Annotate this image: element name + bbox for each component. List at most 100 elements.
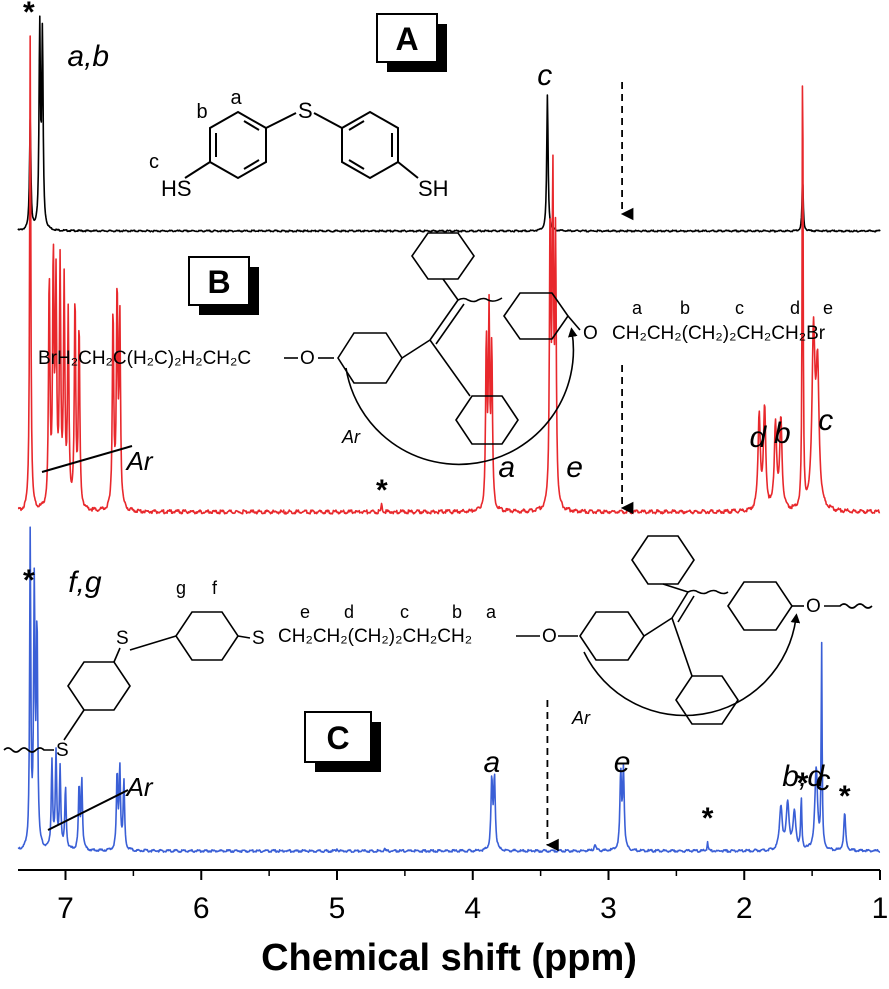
structure-c-label-d: d <box>344 602 354 622</box>
peak-label-b-1: a <box>498 451 515 484</box>
peak-label-c-5: * <box>702 802 714 835</box>
x-tick-label-1: 1 <box>872 892 889 925</box>
bond-c-ring-s-bottom <box>63 709 85 741</box>
structure-c-label-f: f <box>212 578 218 598</box>
structure-c-o-left: O <box>542 626 557 647</box>
wavy-bond-right <box>824 603 873 609</box>
structure-b-label-b: b <box>680 298 690 318</box>
peak-label-a-2: c <box>537 59 552 92</box>
dashed-arrows <box>546 82 634 852</box>
tpe-bond-3 <box>429 339 471 397</box>
panel-a-badge-label: A <box>395 21 418 57</box>
bond-c-tpe-double-2 <box>677 595 695 623</box>
ring-c-tpe-bottom <box>675 675 739 725</box>
spectrum-layer <box>17 15 881 854</box>
benzene-ring-right <box>341 110 399 180</box>
structure-b-left-chain: BrH₂CH₂C(H₂C)₂H₂CH₂C <box>38 348 251 369</box>
peak-label-c-8: c <box>816 764 831 797</box>
ring-left-inner <box>243 120 260 131</box>
ring-right-inner3 <box>348 159 365 170</box>
peak-label-b-6: Ar <box>125 446 154 476</box>
structure-c-label-g: g <box>176 578 186 598</box>
ring-c-fg <box>175 611 239 661</box>
structure-c-label-c: c <box>400 602 409 622</box>
bond-s-right <box>313 112 343 129</box>
spectrum-trace-c <box>17 526 881 854</box>
tpe-bond-o-right <box>567 315 581 331</box>
structure-a-hs: HS <box>161 176 192 201</box>
bond-c-tpe-wavy <box>687 589 729 595</box>
ring-c-tpe-right <box>727 581 793 631</box>
structure-a-sh: SH <box>418 176 449 201</box>
tpe-bond-2 <box>442 278 459 301</box>
structure-c-label-a: a <box>486 602 497 622</box>
structure-c-drawing <box>3 535 873 753</box>
x-tick-label-4: 4 <box>464 892 481 925</box>
structure-b-ar: Ar <box>341 427 361 447</box>
structure-a-s: S <box>298 98 313 123</box>
structure-c-chain: CH₂CH₂(CH₂)₂CH₂CH₂ <box>278 626 472 647</box>
tpe-ring-bottom <box>455 395 519 445</box>
bond-c-s-left <box>113 647 121 663</box>
panel-c-badge <box>304 711 372 763</box>
tpe-ring-right <box>503 292 569 340</box>
structure-b-right-chain: CH₂CH₂(CH₂)₂CH₂CH₂Br <box>612 323 826 344</box>
tpe-wavy-bond <box>457 297 503 303</box>
spectrum-trace-a <box>17 15 881 233</box>
bond-c-tpe-double <box>671 591 689 619</box>
structure-a-label-b: b <box>196 101 207 123</box>
peak-label-b-3: d <box>749 421 767 454</box>
structure-b-o-left: O <box>300 348 315 369</box>
ring-right-inner <box>348 120 365 131</box>
tpe-double-bond <box>429 299 459 341</box>
structure-b-label-a: a <box>632 298 643 318</box>
structure-c-o-right: O <box>806 596 821 617</box>
tpe-bond-1 <box>401 339 431 359</box>
panel-c: C g f S S S CH₂CH₂(CH₂)₂CH₂CH₂ O O e d c… <box>3 535 873 772</box>
structure-b-o-right: O <box>583 323 598 344</box>
x-tick-label-5: 5 <box>329 892 346 925</box>
ring-c-tpe-left <box>579 611 645 661</box>
x-tick-label-7: 7 <box>57 892 74 925</box>
structure-c-s-mid: S <box>252 628 265 649</box>
peak-label-c-1: f,g <box>68 566 102 599</box>
peak-label-c-0: * <box>23 564 35 597</box>
structure-c-label-e: e <box>300 602 310 622</box>
structure-c-s-bottom: S <box>56 740 69 761</box>
wavy-bond-left <box>3 747 54 753</box>
peak-label-a-0: * <box>23 0 35 29</box>
peak-label-c-7: * <box>797 767 809 800</box>
bond-c-s-mid <box>237 635 251 639</box>
panel-b-badge-label: B <box>207 264 230 300</box>
bond-hs <box>184 161 211 179</box>
structure-a <box>184 110 419 180</box>
peak-label-c-4: e <box>614 746 631 779</box>
structure-a-label-a: a <box>230 87 242 109</box>
ring-left-inner3 <box>243 159 260 170</box>
structure-b-tpe <box>284 232 581 466</box>
structure-b-label-d: d <box>790 298 800 318</box>
x-tick-label-6: 6 <box>193 892 210 925</box>
bond-sh <box>397 161 419 179</box>
x-tick-label-3: 3 <box>600 892 617 925</box>
peak-label-c-6: b,d <box>782 760 825 793</box>
ar-marker-line-1 <box>47 789 129 831</box>
panel-b-badge <box>188 256 250 306</box>
bond-s-left <box>265 112 297 129</box>
bond-c-tpe-down <box>671 617 693 677</box>
peak-label-b-2: e <box>566 451 583 484</box>
peak-label-c-3: a <box>483 746 500 779</box>
structure-b-label-c: c <box>735 298 744 318</box>
ring-c-left <box>67 661 131 711</box>
structure-c-s-top: S <box>116 628 129 649</box>
panel-c-badge-label: C <box>326 720 349 756</box>
peak-label-b-5: c <box>818 404 833 437</box>
bond-c-tpe-1 <box>643 617 673 637</box>
bond-c-s-top-ring <box>129 635 177 651</box>
ring-c-tpe-top <box>631 535 695 585</box>
x-axis-label: Chemical shift (ppm) <box>261 937 637 979</box>
